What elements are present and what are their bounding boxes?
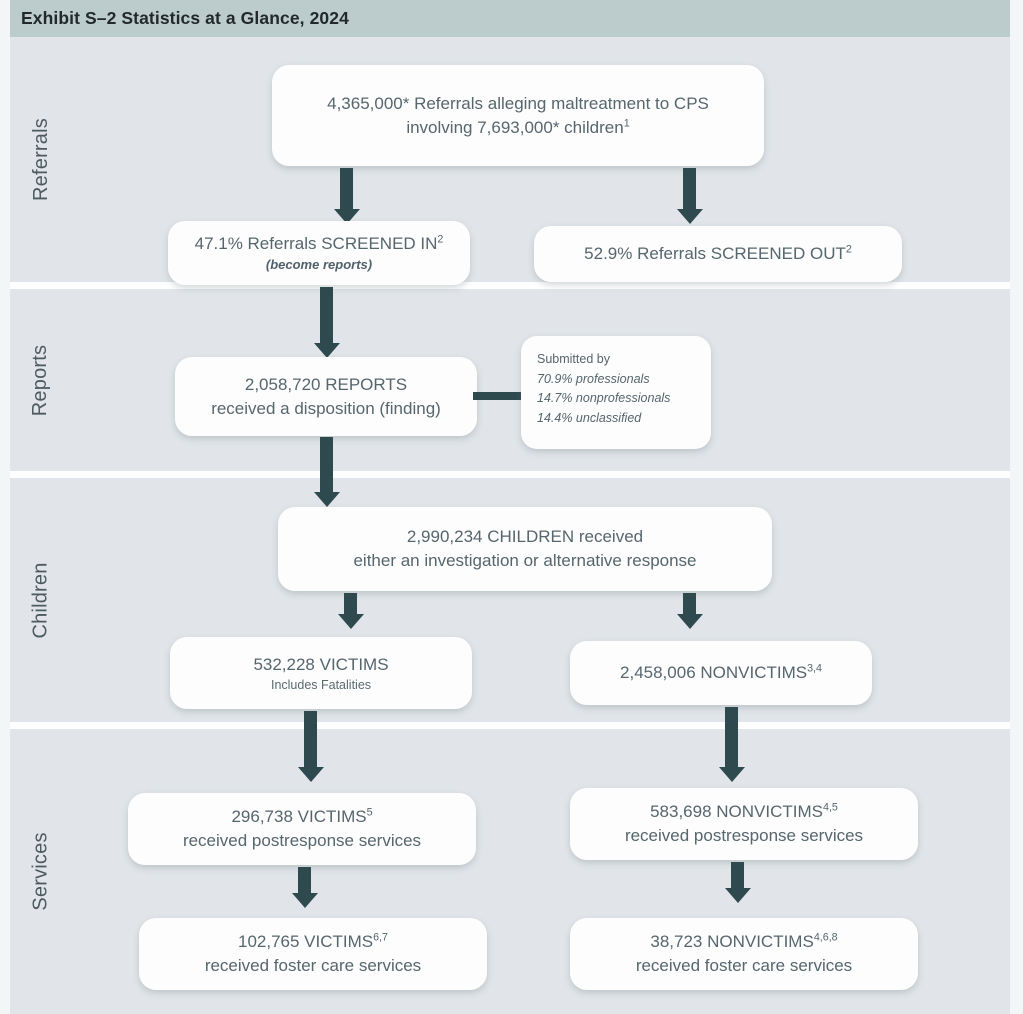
node-victims-line1: 532,228 VICTIMS (253, 654, 389, 674)
node-screened-out-line1-text: 52.9% Referrals SCREENED OUT (584, 244, 846, 263)
node-victims-postresponse-line2: received postresponse services (182, 831, 422, 850)
node-reports-line1: 2,058,720 REPORTS (244, 374, 408, 394)
arrow-to-nonvictims (683, 593, 696, 615)
node-victims-foster-line2: received foster care services (204, 956, 422, 975)
band-separator-1 (10, 282, 1010, 289)
band-separator-3 (10, 722, 1010, 729)
section-label-services-text: Services (29, 832, 52, 911)
node-nonvictims-postresponse-line1-text: 583,698 NONVICTIMS (650, 802, 823, 821)
section-label-referrals: Referrals (10, 37, 72, 282)
node-referrals-total-line2: involving 7,693,000* children1 (406, 116, 629, 140)
node-screened-in: 47.1% Referrals SCREENED IN2 (become rep… (168, 221, 470, 285)
node-nonvictims-postresponse-line2: received postresponse services (624, 826, 864, 845)
section-label-services: Services (10, 729, 72, 1014)
arrow-to-victims (344, 593, 357, 615)
node-nonvictims: 2,458,006 NONVICTIMS3,4 (570, 641, 872, 705)
node-children-response-line1: 2,990,234 CHILDREN received (406, 527, 644, 546)
section-label-children-text: Children (29, 561, 52, 639)
note-item-unclassified: 14.4% unclassified (537, 410, 642, 425)
node-children-response-line2: either an investigation or alternative r… (353, 551, 697, 570)
node-referrals-total: 4,365,000* Referrals alleging maltreatme… (272, 65, 764, 166)
node-screened-out-line1: 52.9% Referrals SCREENED OUT2 (584, 242, 852, 266)
arrow-to-children (320, 437, 333, 493)
arrow-to-victims-foster (298, 867, 311, 894)
section-label-reports-text: Reports (29, 344, 52, 416)
band-separator-2 (10, 471, 1010, 478)
footnote-ref-1: 1 (623, 116, 630, 129)
node-nonvictims-postresponse-line1: 583,698 NONVICTIMS4,5 (650, 800, 838, 824)
arrow-to-nonvictims-postresponse (725, 707, 738, 768)
node-victims-postresponse: 296,738 VICTIMS5 received postresponse s… (128, 793, 476, 865)
node-nonvictims-postresponse: 583,698 NONVICTIMS4,5 received postrespo… (570, 788, 918, 860)
arrow-to-reports (320, 287, 333, 344)
node-screened-in-line1: 47.1% Referrals SCREENED IN2 (195, 232, 444, 256)
node-children-response: 2,990,234 CHILDREN received either an in… (278, 507, 772, 591)
page-title: Exhibit S–2 Statistics at a Glance, 2024 (21, 8, 349, 28)
footnote-ref-4-5: 4,5 (823, 801, 838, 814)
node-nonvictims-foster-line1: 38,723 NONVICTIMS4,6,8 (650, 930, 837, 954)
section-label-reports: Reports (10, 289, 72, 471)
node-victims-foster-line1: 102,765 VICTIMS6,7 (238, 930, 388, 954)
note-submitted-by: Submitted by 70.9% professionals 14.7% n… (521, 336, 711, 449)
arrow-to-screened-out (683, 168, 696, 210)
node-screened-in-line1-text: 47.1% Referrals SCREENED IN (194, 234, 438, 253)
footnote-ref-2b: 2 (845, 243, 852, 256)
note-item-nonprofessionals: 14.7% nonprofessionals (537, 391, 671, 405)
footnote-ref-4-6-8: 4,6,8 (813, 931, 838, 944)
node-screened-out: 52.9% Referrals SCREENED OUT2 (534, 226, 902, 282)
arrow-to-nonvictims-foster (731, 862, 744, 889)
note-item-professionals: 70.9% professionals (537, 371, 650, 386)
footnote-ref-6-7: 6,7 (373, 931, 388, 944)
flowchart-canvas: Referrals Reports Children Services 4,36… (10, 37, 1010, 1014)
footnote-ref-3-4: 3,4 (807, 662, 822, 675)
node-nonvictims-line1-text: 2,458,006 NONVICTIMS (620, 663, 808, 682)
note-heading: Submitted by (537, 352, 610, 366)
node-reports: 2,058,720 REPORTS received a disposition… (175, 357, 477, 436)
node-screened-in-line2: (become reports) (265, 257, 373, 272)
node-referrals-total-line1: 4,365,000* Referrals alleging maltreatme… (327, 93, 709, 113)
arrow-to-victims-postresponse (304, 711, 317, 768)
section-label-children: Children (10, 478, 72, 722)
band-reports (10, 289, 1010, 471)
footnote-ref-2a: 2 (437, 233, 444, 246)
node-nonvictims-foster: 38,723 NONVICTIMS4,6,8 received foster c… (570, 918, 918, 990)
section-label-referrals-text: Referrals (29, 118, 52, 201)
node-victims-postresponse-line1-text: 296,738 VICTIMS (231, 807, 367, 826)
node-nonvictims-foster-line1-text: 38,723 NONVICTIMS (650, 932, 814, 951)
node-victims-line2: Includes Fatalities (270, 677, 372, 692)
arrow-to-screened-in (340, 168, 353, 210)
node-victims-postresponse-line1: 296,738 VICTIMS5 (231, 805, 372, 829)
node-nonvictims-foster-line2: received foster care services (635, 956, 853, 975)
exhibit-title-bar: Exhibit S–2 Statistics at a Glance, 2024 (10, 0, 1010, 37)
node-reports-line2: received a disposition (finding) (211, 398, 441, 418)
connector-reports-to-note (473, 392, 533, 400)
footnote-ref-5a: 5 (366, 806, 373, 819)
node-victims-foster: 102,765 VICTIMS6,7 received foster care … (139, 918, 487, 990)
node-victims: 532,228 VICTIMS Includes Fatalities (170, 637, 472, 709)
node-victims-foster-line1-text: 102,765 VICTIMS (237, 932, 374, 951)
node-nonvictims-line1: 2,458,006 NONVICTIMS3,4 (620, 661, 822, 685)
node-referrals-total-line2-text: involving 7,693,000* children (406, 117, 624, 137)
